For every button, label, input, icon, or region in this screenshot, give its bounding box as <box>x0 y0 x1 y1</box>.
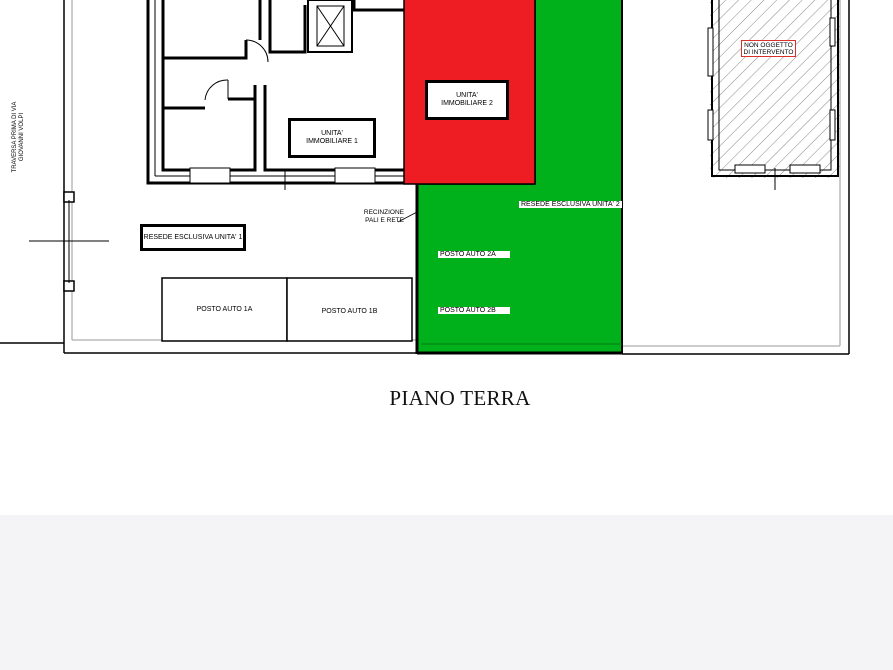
parking-2a-label: POSTO AUTO 2A <box>438 251 510 258</box>
street-label-line2: GIOVANNI VOLPI <box>19 112 25 162</box>
resede-1-label: RESEDE ESCLUSIVA UNITA' 1 <box>140 224 246 251</box>
not-in-scope-building <box>707 0 840 178</box>
unit-1-label: UNITA' IMMOBILIARE 1 <box>288 118 376 158</box>
unit-1-label-line2: IMMOBILIARE 1 <box>306 138 358 145</box>
fence-label: RECINZIONE PALI E RETE <box>356 209 404 225</box>
fence-leader <box>397 211 418 223</box>
resede-1-label-text: RESEDE ESCLUSIVA UNITA' 1 <box>143 233 243 241</box>
not-in-scope-line1: NON OGGETTO <box>744 41 793 49</box>
unit-1-thin-lines <box>154 0 404 184</box>
parking-1-spots <box>161 277 413 342</box>
page-title: PIANO TERRA <box>389 386 531 410</box>
not-in-scope-label: NON OGGETTO DI INTERVENTO <box>741 40 796 57</box>
parking-1a-label: POSTO AUTO 1A <box>196 306 253 313</box>
unit-1-label-line1: UNITA' <box>321 130 343 137</box>
parking-2b-label: POSTO AUTO 2B <box>438 307 510 314</box>
resede-2-area <box>415 0 623 355</box>
not-in-scope-line2: DI INTERVENTO <box>743 48 794 56</box>
unit-2-label: UNITA' IMMOBILIARE 2 <box>425 80 509 120</box>
fence-label-line1: RECINZIONE <box>363 209 404 216</box>
stair-core <box>307 0 353 53</box>
street-label-line1: TRAVERSA PRIMA DI VIA <box>12 101 18 173</box>
parking-1b-label: POSTO AUTO 1B <box>321 308 378 315</box>
resede-2-label: RESEDE ESCLUSIVA UNITA' 2 <box>519 201 622 208</box>
street-label: TRAVERSA PRIMA DI VIA GIOVANNI VOLPI <box>12 92 26 182</box>
floor-plan: TRAVERSA PRIMA DI VIA GIOVANNI VOLPI UNI… <box>0 0 893 515</box>
unit-2-label-line1: UNITA' <box>456 92 478 99</box>
fence-label-line2: PALI E RETE <box>365 217 404 224</box>
unit-2-label-line2: IMMOBILIARE 2 <box>441 100 493 107</box>
